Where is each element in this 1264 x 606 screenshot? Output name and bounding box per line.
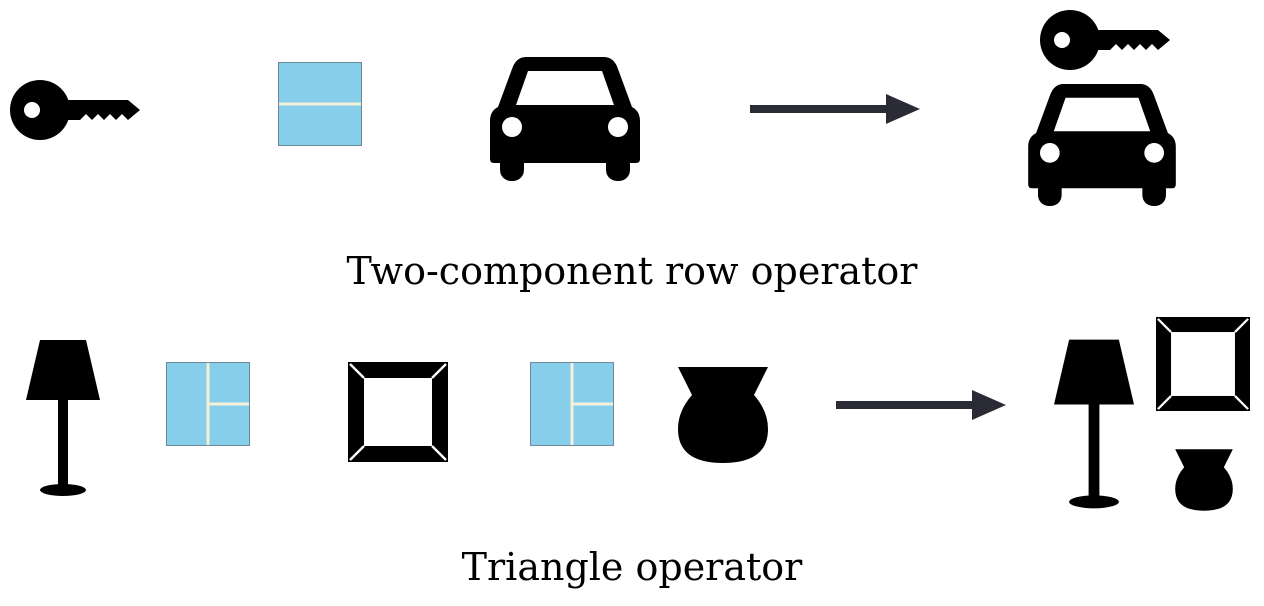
key-icon (10, 80, 140, 140)
arrow-icon (836, 390, 1006, 420)
caption-two-component-row: Two-component row operator (346, 249, 918, 293)
picture-frame-icon (1156, 316, 1250, 412)
key-icon (1040, 10, 1170, 70)
car-icon (490, 57, 640, 181)
lamp-icon (26, 340, 100, 496)
panel-two-component-row (10, 10, 1176, 206)
arrow-icon (750, 94, 920, 124)
lamp-icon (1054, 339, 1134, 509)
panel-triangle (26, 316, 1250, 511)
result-composite (1054, 316, 1250, 511)
picture-frame-icon (348, 362, 448, 462)
split-panel-icon (166, 362, 250, 446)
car-icon (1028, 83, 1176, 206)
split-panel-icon (530, 362, 614, 446)
split-panel-icon (278, 62, 362, 146)
vase-icon (1175, 449, 1233, 511)
result-composite (1028, 10, 1176, 206)
caption-triangle: Triangle operator (461, 545, 803, 589)
vase-icon (678, 367, 768, 463)
